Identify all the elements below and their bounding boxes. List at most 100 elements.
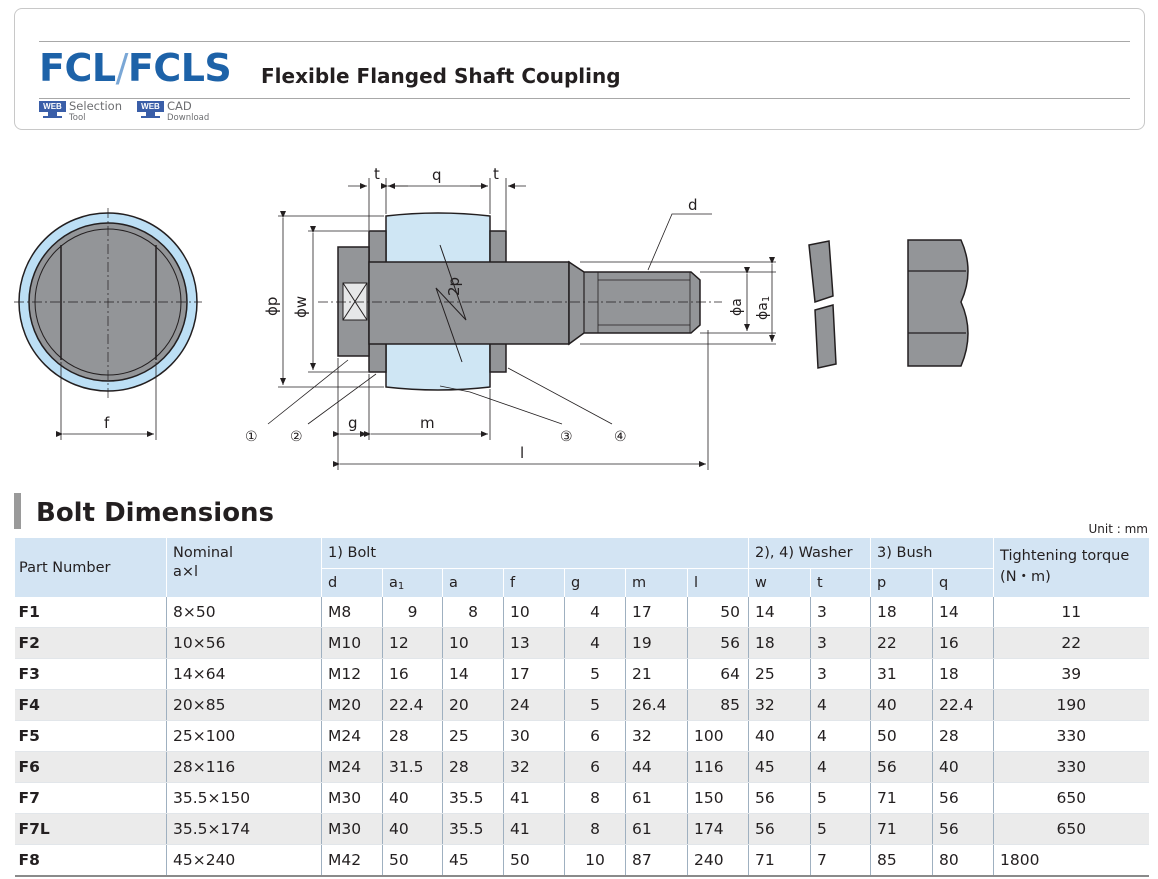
cell-part: F8 (14, 844, 167, 877)
cell-part: F7L (14, 813, 167, 845)
col-header-q: q (932, 568, 994, 597)
cell-w: 25 (748, 658, 811, 690)
web-monitor-icon: WEB (137, 101, 164, 119)
cell-q: 40 (932, 751, 994, 783)
spring-washer-view (808, 240, 837, 369)
web-monitor-icon: WEB (39, 101, 66, 119)
header-rule-bottom (39, 98, 1130, 99)
cell-d: M20 (321, 689, 383, 721)
cell-d: M30 (321, 813, 383, 845)
dim-label-d: d (688, 196, 698, 214)
table-row: F7 35.5×150 M30 40 35.5 41 8 61 150 56 5… (14, 782, 1149, 814)
cell-l: 56 (686, 627, 749, 659)
table-row: F7L 35.5×174 M30 40 35.5 41 8 61 174 56 … (14, 813, 1149, 845)
cell-a1: 12 (382, 627, 443, 659)
cell-torque: 39 (993, 658, 1149, 690)
cell-g: 8 (564, 782, 626, 814)
cell-f: 30 (503, 720, 565, 752)
cell-w: 32 (748, 689, 811, 721)
cell-nominal: 28×116 (166, 751, 322, 783)
cell-a: 45 (442, 844, 504, 877)
cell-nominal: 25×100 (166, 720, 322, 752)
cell-t: 3 (810, 597, 871, 628)
cell-nominal: 20×85 (166, 689, 322, 721)
cell-nominal: 35.5×174 (166, 813, 322, 845)
cell-part: F7 (14, 782, 167, 814)
col-header-t: t (810, 568, 871, 597)
cell-torque: 190 (993, 689, 1149, 721)
table-row: F5 25×100 M24 28 25 30 6 32 100 40 4 50 … (14, 720, 1149, 752)
cell-part: F6 (14, 751, 167, 783)
cell-w: 18 (748, 627, 811, 659)
col-header-g: g (564, 568, 626, 597)
dim-label-g: g (348, 414, 358, 432)
col-header-d: d (321, 568, 383, 597)
cell-p: 22 (870, 627, 933, 659)
cell-q: 80 (932, 844, 994, 877)
cell-q: 14 (932, 597, 994, 628)
cad-download-link[interactable]: WEB CAD Download (137, 100, 209, 125)
section-title: Bolt Dimensions (36, 498, 275, 528)
cell-f: 41 (503, 782, 565, 814)
cell-a: 8 (442, 597, 504, 628)
cell-p: 31 (870, 658, 933, 690)
cell-torque: 650 (993, 782, 1149, 814)
cell-f: 50 (503, 844, 565, 877)
cell-g: 6 (564, 751, 626, 783)
coupling-bolt-drawing: f 2p ϕp ϕw (14, 165, 969, 470)
cell-l: 116 (686, 751, 749, 783)
callout-4: ④ (614, 429, 627, 445)
cell-p: 71 (870, 813, 933, 845)
col-header-part-number: Part Number (14, 538, 167, 597)
cell-a1: 50 (382, 844, 443, 877)
cell-nominal: 10×56 (166, 627, 322, 659)
cell-f: 10 (503, 597, 565, 628)
cell-g: 5 (564, 658, 626, 690)
product-code: FCL/FCLS (39, 46, 232, 90)
cell-p: 56 (870, 751, 933, 783)
cell-t: 5 (810, 782, 871, 814)
cell-a: 35.5 (442, 813, 504, 845)
cell-part: F3 (14, 658, 167, 690)
cell-w: 56 (748, 782, 811, 814)
cell-l: 150 (686, 782, 749, 814)
cell-m: 26.4 (625, 689, 688, 721)
table-row: F8 45×240 M42 50 45 50 10 87 240 71 7 85… (14, 844, 1149, 877)
cell-p: 18 (870, 597, 933, 628)
cell-torque: 650 (993, 813, 1149, 845)
cell-d: M42 (321, 844, 383, 877)
cell-m: 32 (625, 720, 688, 752)
cell-torque: 330 (993, 751, 1149, 783)
cell-d: M24 (321, 751, 383, 783)
cell-l: 50 (686, 597, 749, 628)
cell-part: F2 (14, 627, 167, 659)
cell-nominal: 45×240 (166, 844, 322, 877)
cell-l: 100 (686, 720, 749, 752)
col-header-w: w (748, 568, 811, 597)
cell-a: 35.5 (442, 782, 504, 814)
cell-a1: 16 (382, 658, 443, 690)
cell-a: 10 (442, 627, 504, 659)
cell-m: 17 (625, 597, 688, 628)
cell-m: 19 (625, 627, 688, 659)
hex-nut-view (907, 239, 969, 367)
dim-label-t-right: t (493, 165, 499, 183)
cell-w: 14 (748, 597, 811, 628)
unit-label: Unit : mm (1088, 522, 1148, 536)
cell-w: 45 (748, 751, 811, 783)
selection-tool-link[interactable]: WEB Selection Tool (39, 100, 122, 125)
cell-part: F1 (14, 597, 167, 628)
cell-p: 85 (870, 844, 933, 877)
cell-m: 44 (625, 751, 688, 783)
table-row: F6 28×116 M24 31.5 28 32 6 44 116 45 4 5… (14, 751, 1149, 783)
table-row: F2 10×56 M10 12 10 13 4 19 56 18 3 22 16… (14, 627, 1149, 659)
callout-1: ① (245, 429, 258, 445)
cell-g: 4 (564, 627, 626, 659)
cell-p: 40 (870, 689, 933, 721)
col-header-tightening-torque: Tightening torque(N・m) (993, 538, 1149, 597)
cell-t: 4 (810, 720, 871, 752)
col-header-p: p (870, 568, 933, 597)
table-row: F3 14×64 M12 16 14 17 5 21 64 25 3 31 18… (14, 658, 1149, 690)
side-view: 2p ϕp ϕw t q t d ϕa ϕa1 (245, 165, 776, 470)
